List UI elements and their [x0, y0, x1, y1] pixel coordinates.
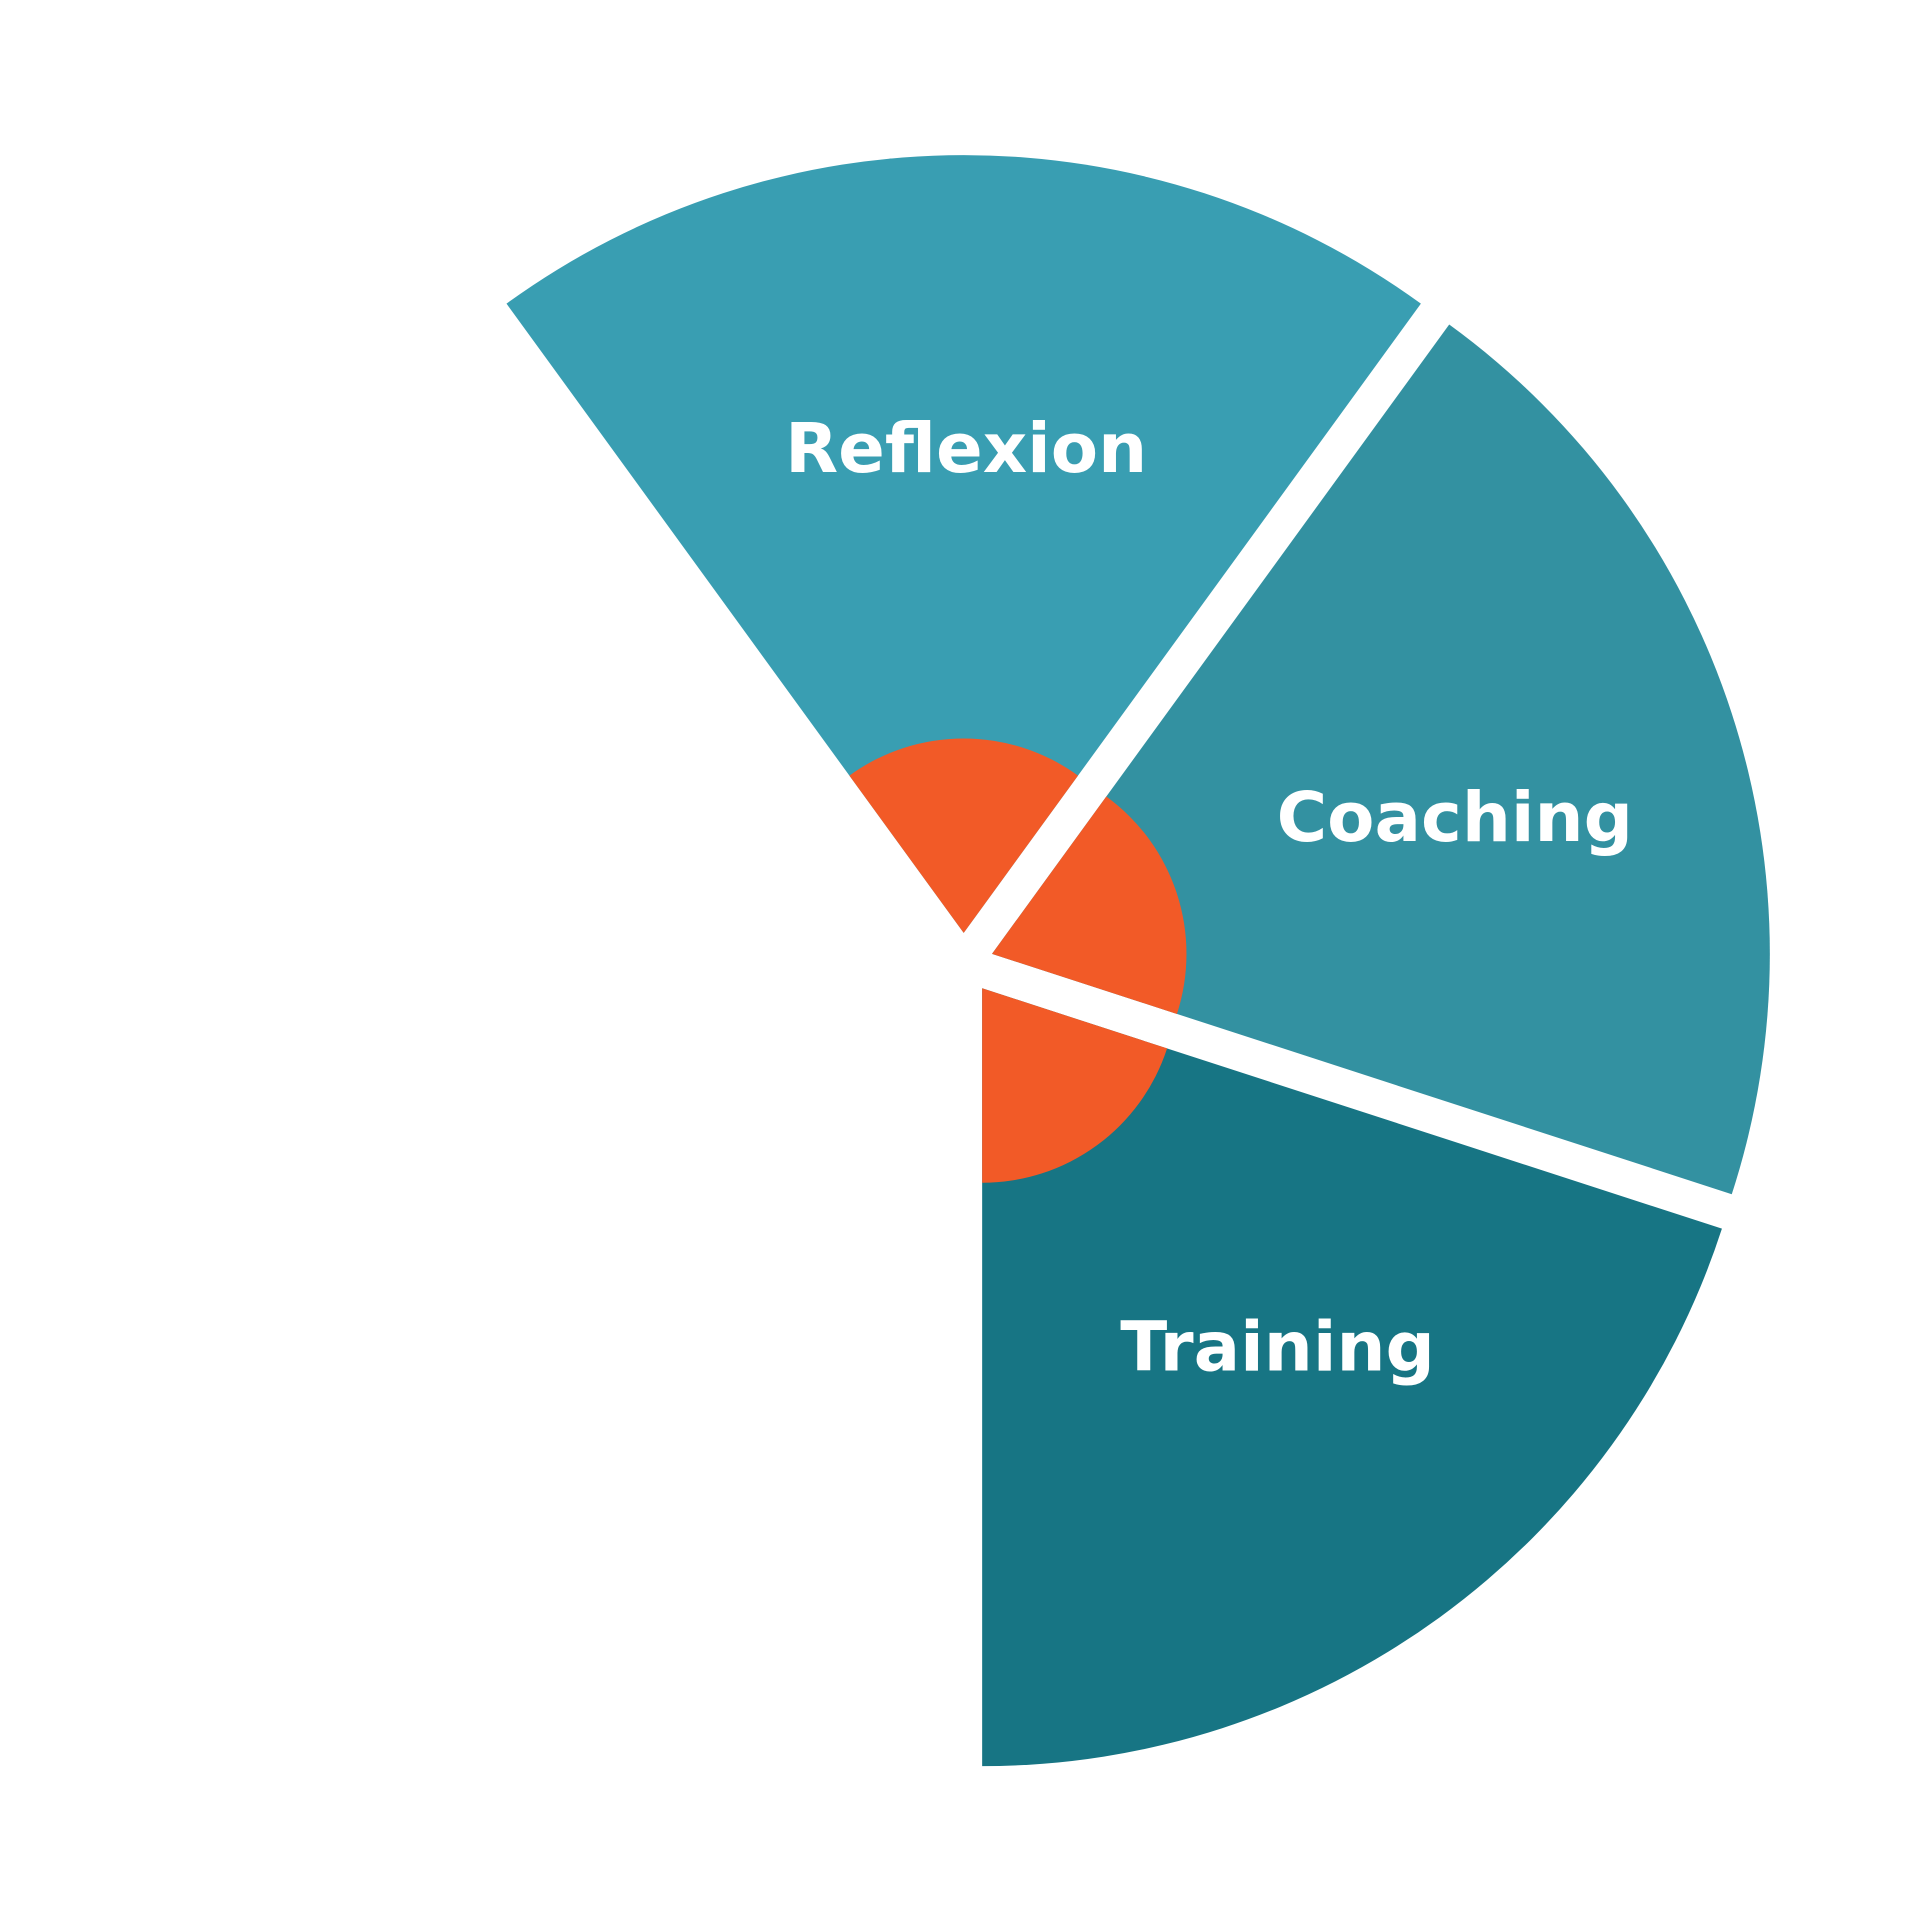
coaching-core: [992, 796, 1187, 1014]
coaching-label: Coaching: [1277, 778, 1633, 858]
segment-training: Training: [982, 988, 1722, 1767]
segment-coaching: Coaching: [992, 324, 1770, 1195]
reflexion-core: [849, 738, 1078, 933]
reflexion-label: Reflexion: [785, 409, 1147, 489]
coaching-wedge: [992, 324, 1770, 1195]
training-core: [982, 988, 1168, 1183]
segment-reflexion: Reflexion: [506, 155, 1421, 933]
reflexion-wedge: [506, 155, 1421, 933]
training-label: Training: [1120, 1307, 1435, 1387]
training-wedge: [982, 988, 1722, 1767]
